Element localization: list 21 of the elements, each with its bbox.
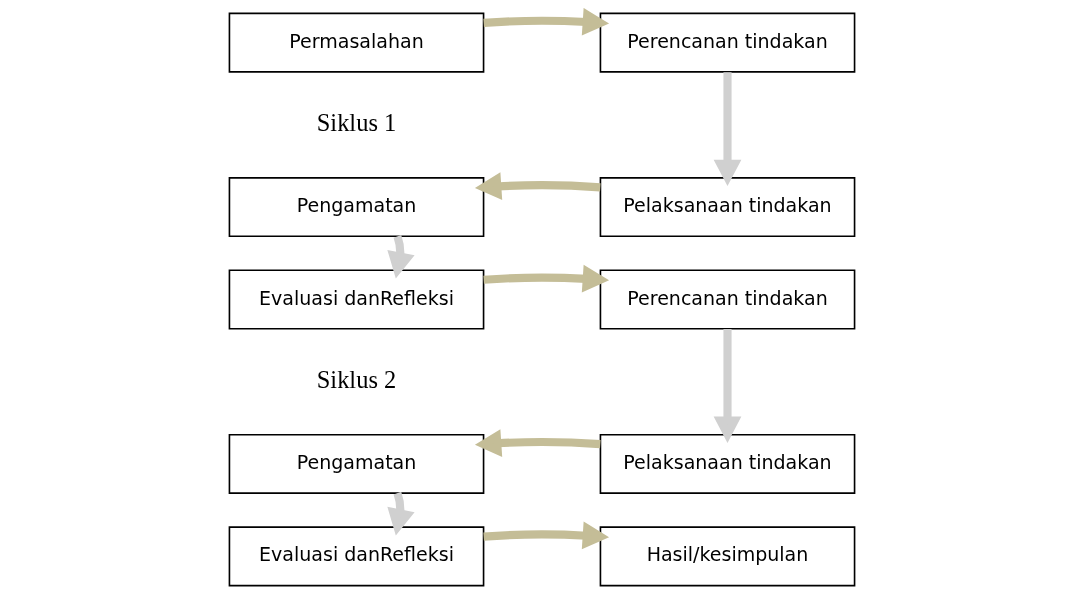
arrow [474, 429, 601, 457]
arrow [483, 8, 610, 36]
node-box: Perencanan tindakan [599, 12, 856, 73]
arrow [483, 264, 610, 293]
arrow [713, 329, 742, 443]
arrow [474, 172, 601, 201]
label: Siklus 2 [316, 365, 397, 393]
node-box: Evaluasi danRefleksi [228, 526, 485, 587]
arrow [387, 235, 415, 279]
node-box: Pengamatan [228, 433, 485, 494]
node-box: Pelaksanaan tindakan [599, 177, 856, 238]
arrow [387, 491, 415, 536]
arrow [713, 72, 742, 187]
node-box: Hasil/kesimpulan [599, 526, 856, 587]
node-box: Pengamatan [228, 177, 485, 238]
node-box: Perencanan tindakan [599, 269, 856, 330]
arrow [483, 521, 610, 550]
node-box: Pelaksanaan tindakan [599, 433, 856, 494]
node-box: Permasalahan [228, 12, 485, 73]
node-box: Evaluasi danRefleksi [228, 269, 485, 330]
label: Siklus 1 [316, 108, 397, 136]
